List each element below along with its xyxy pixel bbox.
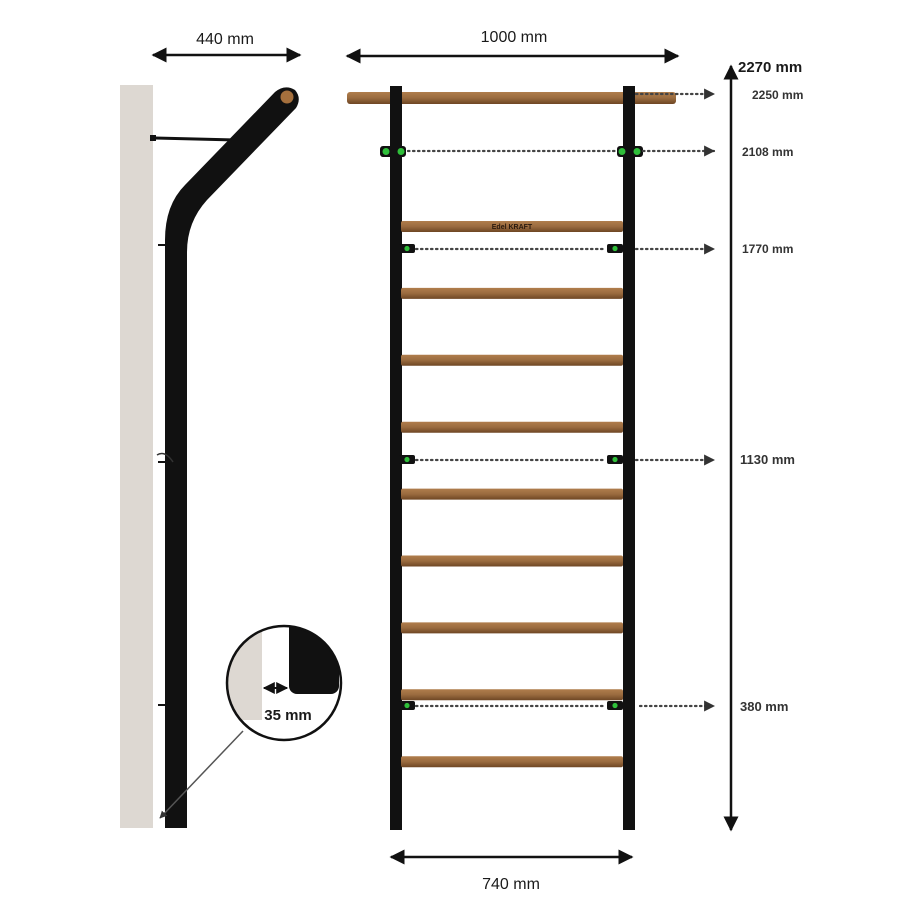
ladder-rung	[401, 221, 623, 232]
wall-gap-label: 35 mm	[264, 707, 312, 724]
bracket-1130	[399, 455, 623, 464]
bracket-380	[399, 701, 623, 710]
ladder-rung	[401, 756, 623, 768]
ladder-rung	[401, 622, 623, 634]
ladder-rung	[401, 421, 623, 433]
wall-gap-detail: 35 mm	[225, 624, 343, 742]
depth-label: 440 mm	[196, 31, 254, 48]
profile-joint	[156, 452, 174, 463]
side-view: 440 mm 35 mm	[120, 31, 343, 828]
wall	[120, 85, 153, 828]
top-bar-end-cap	[280, 90, 294, 104]
level-label-2250: 2250 mm	[752, 88, 803, 102]
ladder-rung	[401, 287, 623, 299]
ladder-rung	[401, 555, 623, 567]
level-label-2108: 2108 mm	[742, 145, 793, 159]
rungs-group	[401, 221, 623, 768]
level-label-380: 380 mm	[740, 699, 788, 714]
wall-anchor	[150, 135, 156, 141]
detail-upright	[289, 626, 339, 694]
ladder-rung	[401, 354, 623, 366]
level-lines	[406, 88, 716, 712]
left-upright	[390, 86, 402, 830]
total-height-label: 2270 mm	[738, 59, 802, 76]
upper-wall-bracket	[380, 146, 643, 157]
ladder-rung	[401, 689, 623, 701]
level-label-1130: 1130 mm	[740, 452, 795, 467]
level-label-1770: 1770 mm	[742, 242, 793, 256]
top-pullup-bar	[347, 92, 676, 104]
support-rod	[154, 136, 237, 142]
front-view: 1000 mm Edel KRAFT	[345, 29, 803, 893]
detail-pointer	[159, 730, 244, 819]
right-upright	[623, 86, 635, 830]
bracket-1770	[399, 244, 623, 253]
brand-label: Edel KRAFT	[492, 224, 533, 231]
bar-width-label: 740 mm	[482, 876, 540, 893]
top-width-label: 1000 mm	[481, 29, 548, 46]
side-profile-upright	[165, 87, 299, 828]
ladder-rung	[401, 488, 623, 500]
